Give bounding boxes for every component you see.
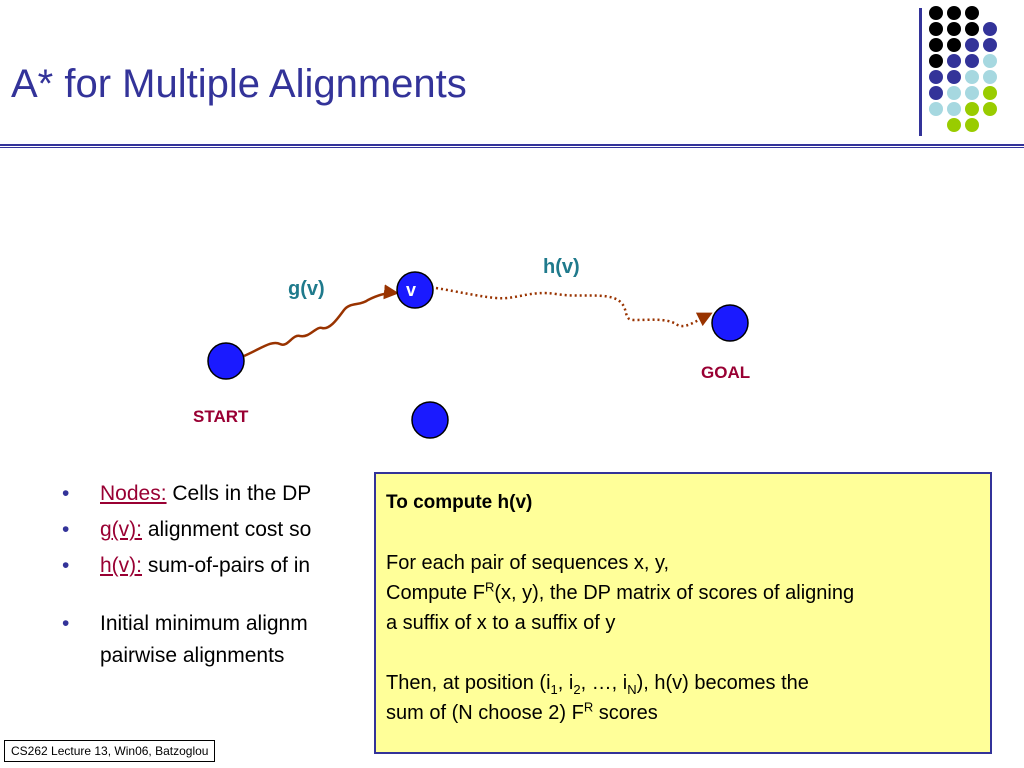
corner-dot	[983, 38, 997, 52]
corner-dot	[947, 54, 961, 68]
corner-dot	[965, 38, 979, 52]
corner-dot	[929, 38, 943, 52]
title-rule-thin	[0, 147, 1024, 148]
corner-dot	[947, 118, 961, 132]
callout-line4: Then, at position (i1, i2, …, iN), h(v) …	[386, 672, 809, 697]
callout-heading: To compute h(v)	[386, 492, 533, 513]
corner-dot	[965, 6, 979, 20]
bullet-text: alignment cost so	[142, 518, 312, 541]
corner-dot	[947, 6, 961, 20]
corner-dot	[965, 70, 979, 84]
title-rule	[0, 144, 1024, 146]
corner-dot	[947, 86, 961, 100]
bullet-text: sum-of-pairs of in	[142, 554, 311, 577]
corner-dot	[929, 70, 943, 84]
corner-dot	[983, 86, 997, 100]
bullet-initial: • Initial minimum alignm pairwise alignm…	[60, 608, 400, 672]
corner-dot-grid	[929, 6, 1024, 136]
bullet-term: h(v):	[100, 554, 142, 577]
bullet-marker: •	[62, 612, 70, 635]
callout-line2: Compute FR(x, y), the DP matrix of score…	[386, 579, 855, 604]
corner-dot	[983, 102, 997, 116]
corner-dot	[947, 70, 961, 84]
bullet-term: Nodes:	[100, 482, 167, 505]
corner-dot	[983, 22, 997, 36]
h-label: h(v)	[543, 256, 580, 278]
bullet-marker: •	[62, 554, 70, 577]
corner-dot	[965, 118, 979, 132]
bullet-g: • g(v): alignment cost so	[60, 512, 380, 548]
callout-line3: a suffix of x to a suffix of y	[386, 612, 616, 634]
bullet-text-line2: pairwise alignments	[100, 644, 285, 667]
corner-dot	[965, 22, 979, 36]
corner-dot	[965, 54, 979, 68]
h-path	[435, 286, 713, 328]
corner-dot	[929, 102, 943, 116]
bullet-marker: •	[62, 518, 70, 541]
corner-dot	[929, 54, 943, 68]
bullet-h: • h(v): sum-of-pairs of in	[60, 548, 380, 584]
corner-dot	[965, 86, 979, 100]
bullet-marker: •	[62, 482, 70, 505]
callout-line5: sum of (N choose 2) FR scores	[386, 699, 658, 724]
g-label: g(v)	[288, 278, 325, 300]
v-node-label: v	[406, 280, 417, 300]
other-node	[411, 401, 449, 439]
goal-node	[711, 304, 749, 342]
corner-dot	[983, 54, 997, 68]
corner-dot	[947, 38, 961, 52]
g-path	[243, 284, 399, 358]
v-node	[396, 271, 434, 309]
bullet-text-line1: Initial minimum alignm	[100, 612, 308, 635]
corner-dot	[983, 70, 997, 84]
bullet-text: Cells in the DP	[166, 482, 312, 505]
footer-label: CS262 Lecture 13, Win06, Batzoglou	[4, 740, 216, 762]
corner-accent-bar	[919, 8, 922, 136]
bullet-list: • Nodes: Cells in the DP • g(v): alignme…	[60, 476, 380, 672]
callout-box: To compute h(v) For each pair of sequenc…	[374, 472, 992, 754]
corner-dot	[929, 6, 943, 20]
corner-dot	[929, 22, 943, 36]
corner-dot	[929, 86, 943, 100]
slide-title: A* for Multiple Alignments	[11, 62, 467, 106]
callout-line1: For each pair of sequences x, y,	[386, 552, 670, 574]
start-label: START	[193, 407, 249, 426]
corner-dot	[947, 22, 961, 36]
goal-label: GOAL	[701, 363, 751, 382]
corner-dot	[965, 102, 979, 116]
start-node	[207, 342, 245, 380]
corner-dot	[947, 102, 961, 116]
bullet-term: g(v):	[100, 518, 142, 541]
bullet-nodes: • Nodes: Cells in the DP	[60, 476, 380, 512]
